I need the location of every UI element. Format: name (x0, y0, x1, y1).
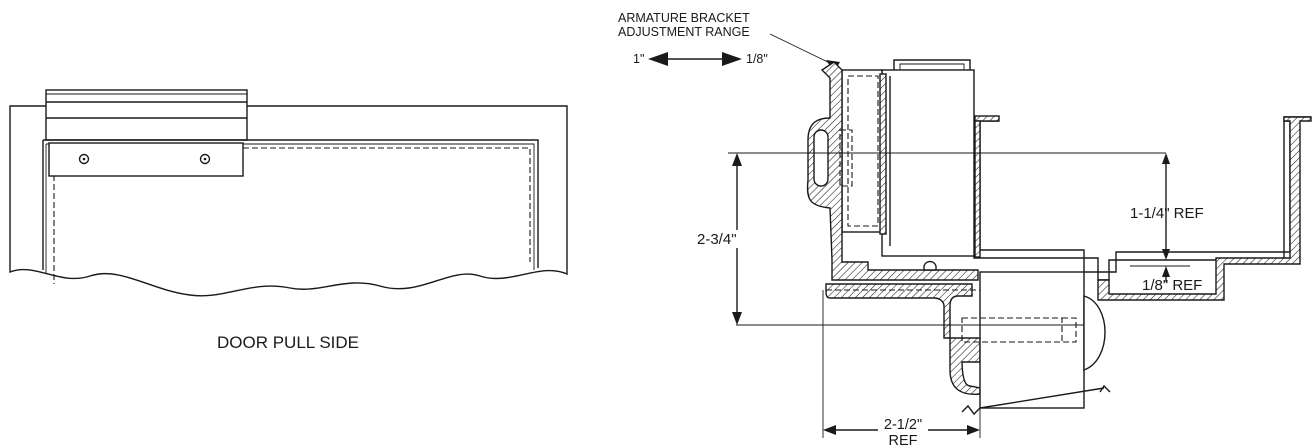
range-arrow-right-head (722, 52, 742, 66)
adjustment-slot (813, 129, 829, 187)
callout-line-2: ADJUSTMENT RANGE (618, 25, 750, 39)
range-left-label: 1" (633, 52, 644, 66)
screw-body-hidden (961, 317, 1063, 343)
dim-2-3-4-label: 2-3/4" (697, 231, 737, 248)
magnet-housing-lip-inner (899, 63, 965, 70)
dim-2-1-2-arrow-left (823, 425, 836, 435)
screw-head-icon (1083, 295, 1106, 371)
screw-tip-hidden (1062, 317, 1077, 343)
dim-2-3-4-arrow-bottom (732, 312, 742, 325)
dim-1-1-4-arrow-top (1162, 153, 1170, 164)
adjustment-slot-hidden (839, 129, 853, 187)
dim-2-1-2-label-bg (878, 418, 928, 448)
dim-2-1-2-arrow-right (967, 425, 980, 435)
dim-1-8-arrow (1162, 266, 1170, 277)
callout-line-1: ARMATURE BRACKET (618, 11, 750, 25)
screw-icon (78, 153, 90, 165)
range-arrow-left-head (648, 52, 668, 66)
door-leaf-outline (43, 139, 539, 268)
dim-1-1-4-label: 1-1/4" REF (1130, 205, 1204, 222)
mounting-plate (825, 283, 973, 339)
bracket-fastener (923, 260, 937, 271)
range-right-label: 1/8" (746, 52, 768, 66)
frame-top-lip (974, 115, 1000, 122)
armature-bracket (806, 61, 979, 281)
dim-2-1-2-label-line2: REF (889, 433, 918, 448)
header-block-break (961, 404, 981, 416)
header-bar (45, 89, 248, 141)
door-pull-side-view: DOOR PULL SIDE (9, 89, 568, 352)
door-frame-profile-inner (973, 121, 1285, 281)
header-block (979, 271, 1085, 409)
frame-left-wall (974, 120, 981, 258)
door-pull-side-caption: DOOR PULL SIDE (217, 333, 359, 352)
screw-icon (199, 153, 211, 165)
dim-2-3-4-arrow-top (732, 153, 742, 166)
armature-plate-hidden (847, 75, 879, 227)
dim-2-3-4-label-bg (694, 230, 738, 248)
magnet-housing-lip (893, 59, 971, 70)
header-block-break-right (1099, 384, 1111, 393)
header-block-bottom-edge (979, 387, 1105, 409)
armature-plate (48, 142, 244, 177)
callout-leader (769, 33, 837, 67)
dim-2-1-2-label-line1: 2-1/2" (884, 417, 922, 433)
magnet-housing (881, 69, 975, 257)
lower-bracket-arm (949, 337, 981, 395)
door-frame-profile (973, 116, 1311, 273)
door-frame-hatched-strip (1097, 116, 1312, 301)
armature-face-strip (879, 73, 887, 235)
dim-1-1-4-arrow-bottom (1162, 249, 1170, 260)
section-view: ARMATURE BRACKET ADJUSTMENT RANGE 1" 1/8… (618, 11, 1312, 448)
door-frame-outline (9, 105, 568, 297)
dim-1-8-label: 1/8" REF (1142, 277, 1202, 294)
